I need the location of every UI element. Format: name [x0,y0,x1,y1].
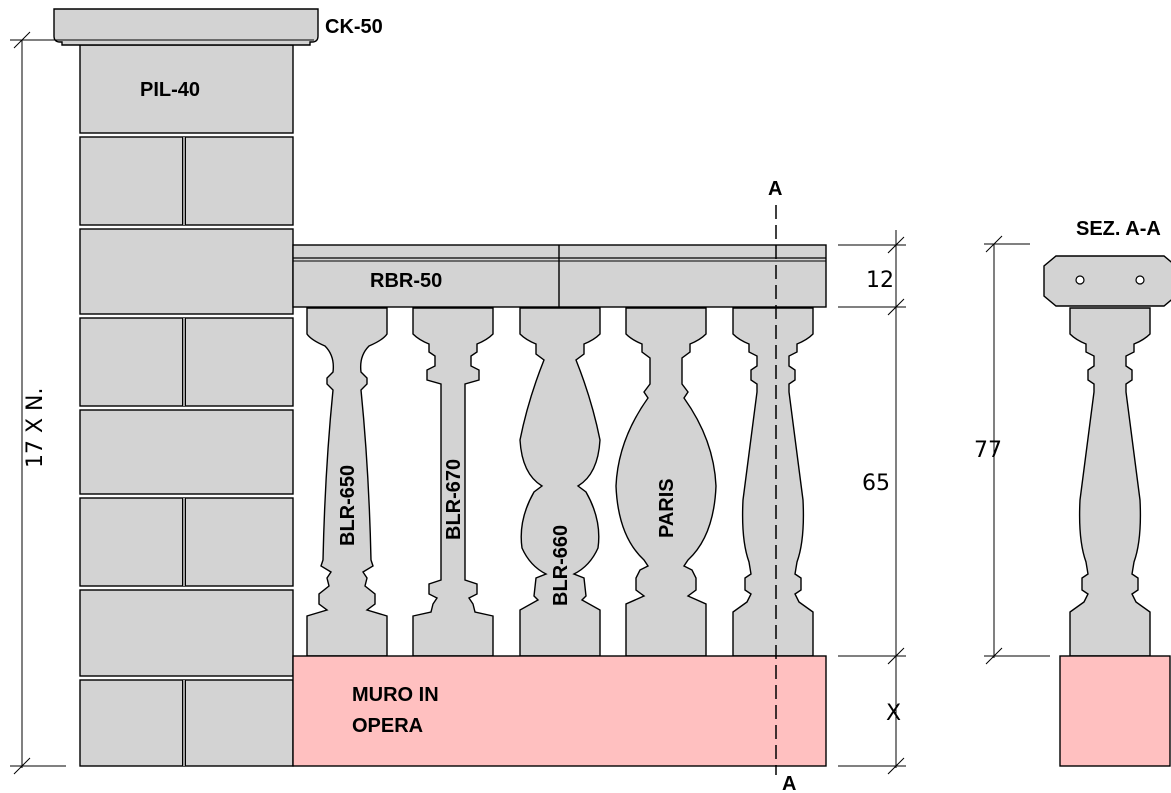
handrail-height-dimension: 12 [866,268,894,293]
baluster-height-dimension: 65 [862,471,890,496]
capital-label: CK-50 [325,16,383,38]
dimension-section [984,235,1050,665]
pillar-height-dimension: 17 X N. [23,387,48,468]
wall-label-line2: OPERA [352,715,423,737]
handrail-label: RBR-50 [370,270,442,292]
baluster-blr-660-label: BLR-660 [550,525,572,606]
wall-height-dimension: X [886,701,901,726]
section-height-dimension: 77 [974,438,1002,463]
handrail [292,244,827,308]
wall [292,655,827,767]
pillar-label: PIL-40 [140,79,200,101]
baluster-paris-label: PARIS [656,478,678,538]
baluster-blr-670-label: BLR-670 [443,459,465,540]
section-mark-bottom: A [782,773,796,793]
capital [53,8,319,46]
dimension-pillar [10,31,66,775]
section-a-a [1043,255,1171,767]
dimension-right [838,230,906,775]
section-title: SEZ. A-A [1076,218,1161,240]
baluster-standard [732,307,814,657]
wall-label-line1: MURO IN [352,684,439,706]
pillar [79,44,294,767]
baluster-blr-650-label: BLR-650 [337,465,359,546]
section-mark-top: A [768,178,782,200]
